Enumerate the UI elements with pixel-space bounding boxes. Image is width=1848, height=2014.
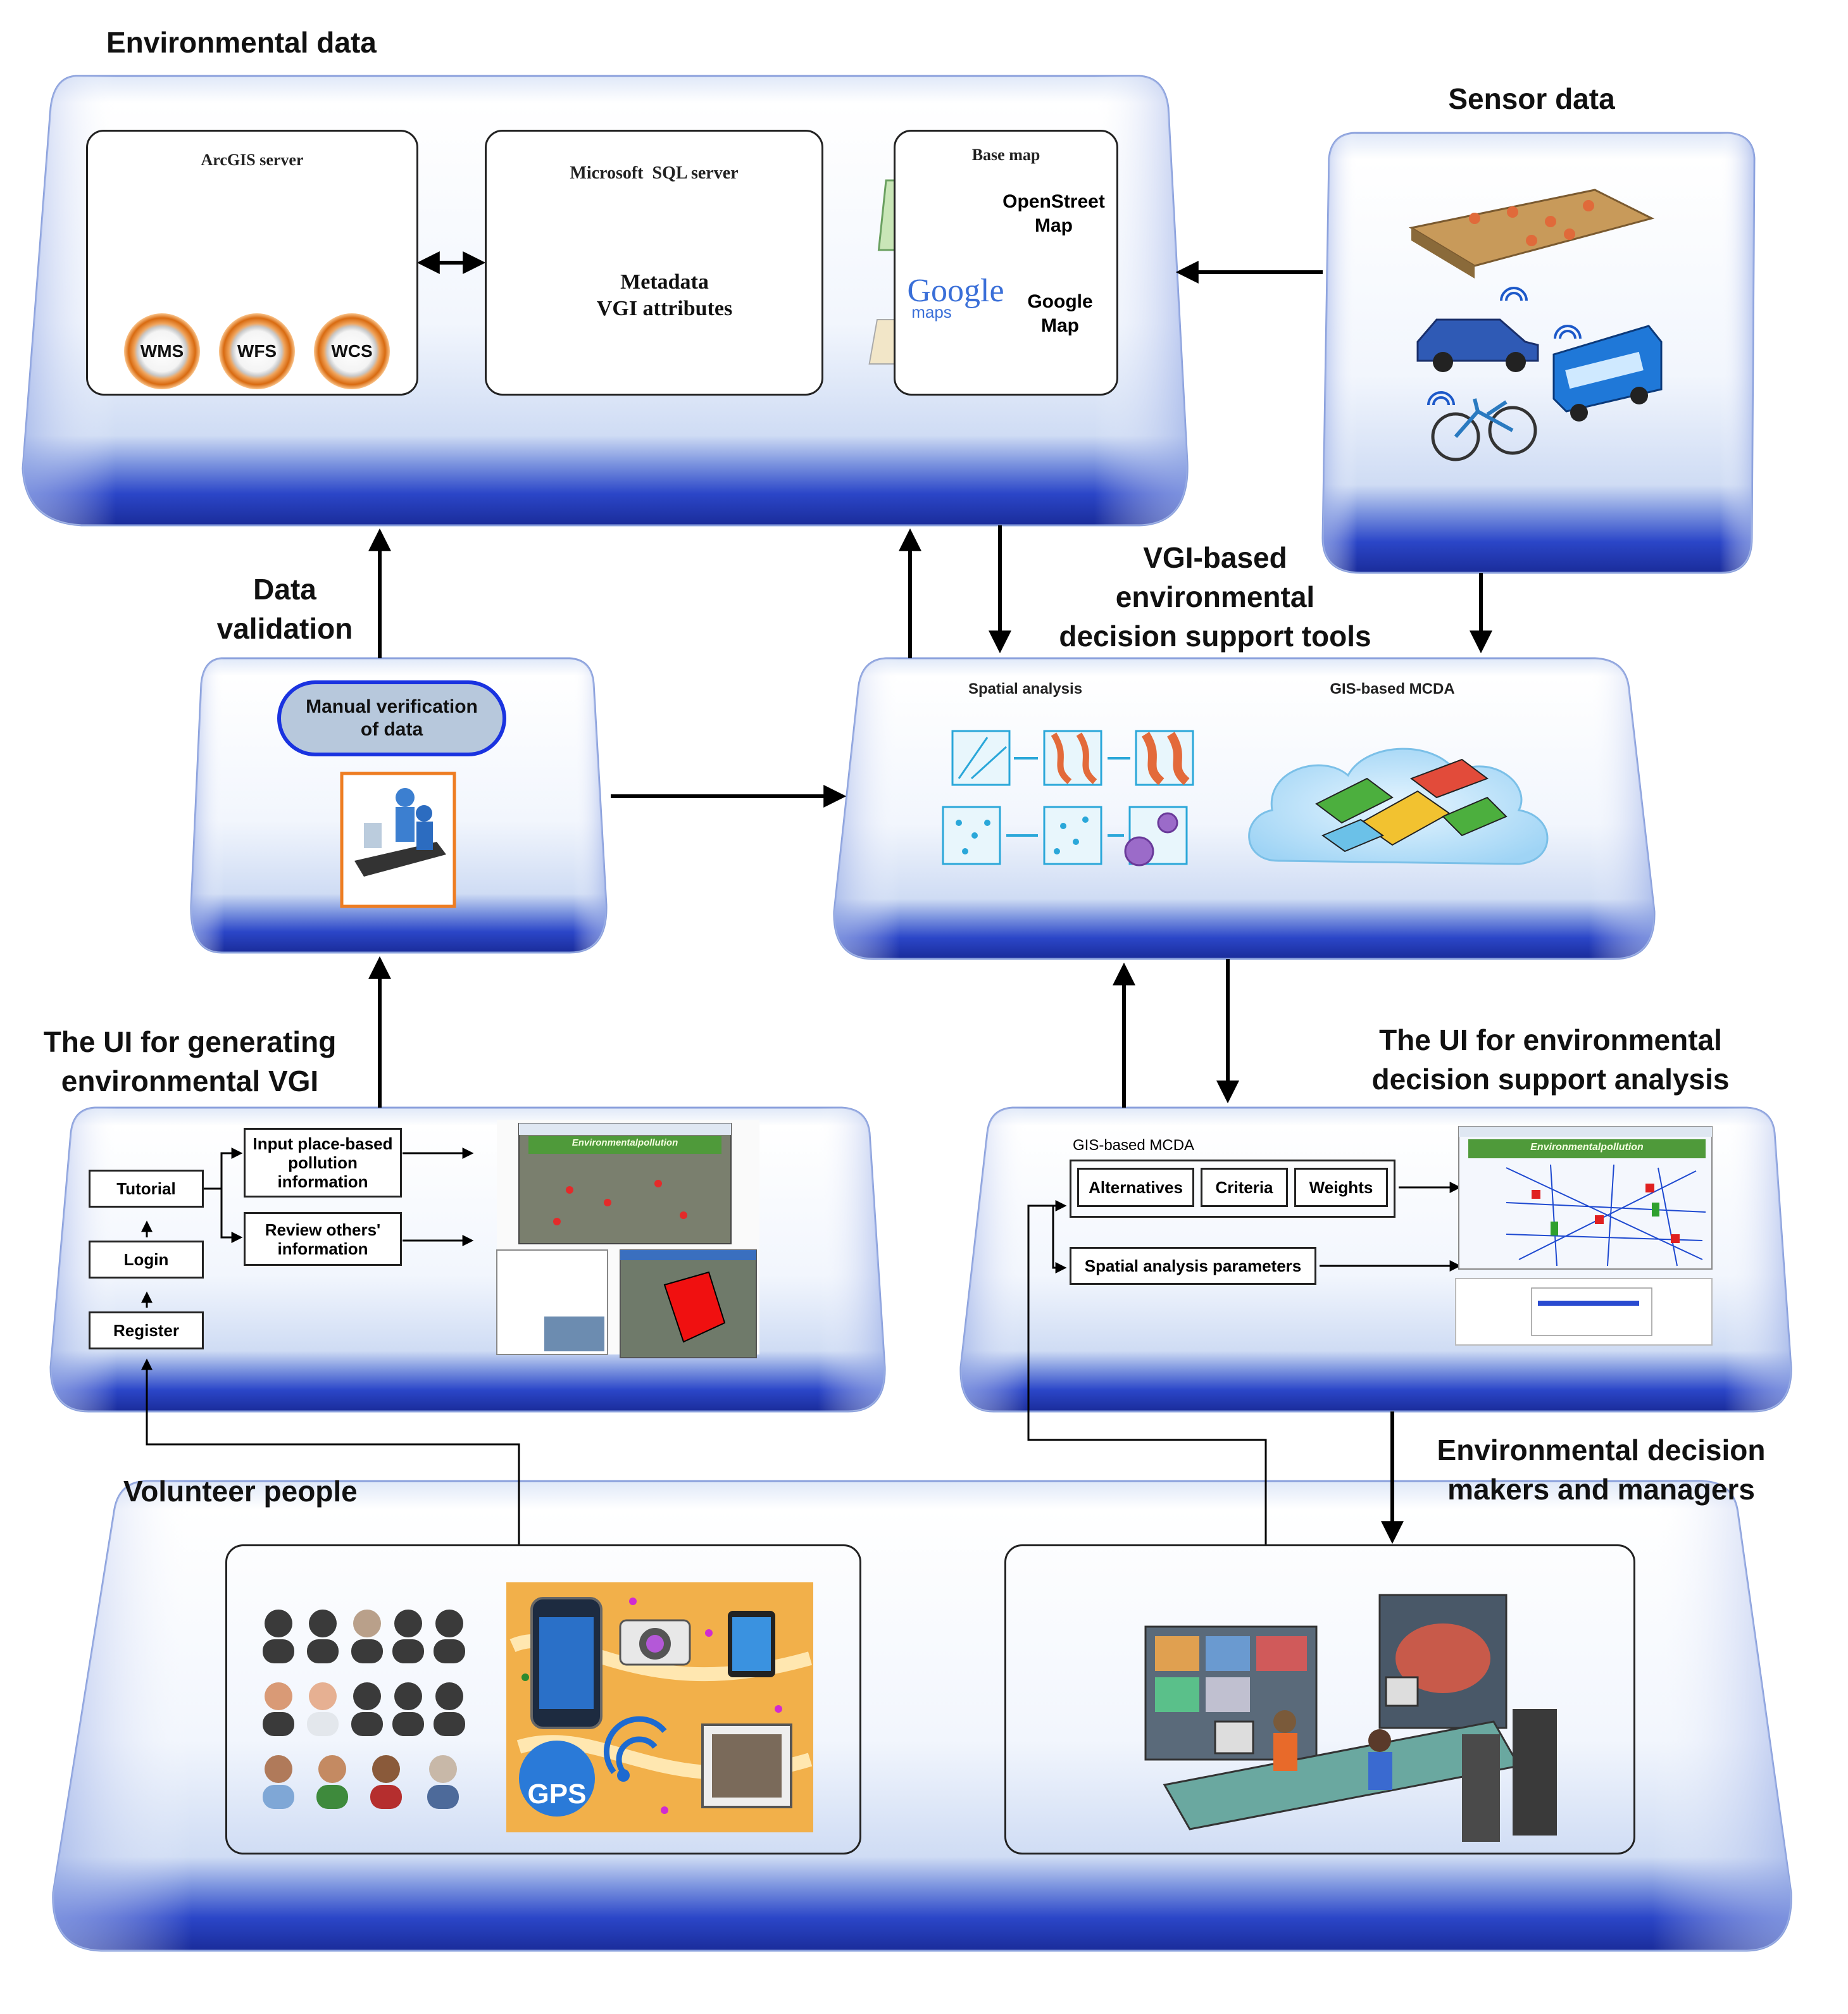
heading-environmental-data: Environmental data [106, 26, 377, 59]
alternatives-box: Alternatives [1077, 1168, 1194, 1207]
manual-verification-pill: Manual verification of data [277, 680, 506, 756]
base-map-title: Base map [971, 146, 1040, 164]
ui-decision-window-title: Environmentalpollution [1530, 1142, 1644, 1153]
sensor-illustration [1408, 189, 1663, 461]
heading-data-validation: Data validation [216, 573, 353, 645]
devices-map-illustration [506, 1582, 813, 1832]
input-info-box: Input place-based pollution information [244, 1128, 402, 1198]
spatial-params-box: Spatial analysis parameters [1070, 1247, 1316, 1285]
tutorial-box: Tutorial [89, 1170, 204, 1208]
service-wfs: WFS [219, 313, 295, 389]
mcda-group-box [1070, 1160, 1395, 1218]
database-label: Metadata VGI attributes [596, 270, 733, 320]
ui-vgi-screenshots [496, 1120, 759, 1358]
heading-volunteer-people: Volunteer people [123, 1475, 358, 1508]
gps-label: GPS [527, 1779, 587, 1810]
sql-server-title: Microsoft SQL server [570, 163, 739, 183]
line-mcda-to-spatial [1052, 1206, 1067, 1273]
heading-ui-decision: The UI for environmental decision suppor… [1371, 1023, 1730, 1096]
review-info-box: Review others' information [244, 1212, 402, 1266]
line-volunteer-to-register [141, 1358, 520, 1544]
manual-verification-illustration [340, 772, 456, 908]
heading-ui-generating: The UI for generating environmental VGI [43, 1025, 337, 1098]
sql-server-box: Microsoft SQL server [485, 130, 823, 396]
ui-vgi-window-title: Environmentalpollution [571, 1137, 678, 1148]
line-managers-to-mcda [1027, 1200, 1267, 1544]
base-map-box: Base map OpenStreet Map Google maps Goog… [894, 130, 1118, 396]
spatial-analysis-illustration [942, 730, 1194, 866]
people-icons [263, 1610, 465, 1809]
osm-label: OpenStreet Map [1002, 191, 1105, 236]
weights-box: Weights [1294, 1168, 1388, 1207]
arcgis-server-title: ArcGIS server [201, 151, 304, 169]
google-maps-logo: Google [896, 272, 1016, 310]
arrows [368, 251, 1492, 1544]
service-wms: WMS [124, 313, 200, 389]
heading-decision-makers: Environmental decision makers and manage… [1437, 1434, 1766, 1506]
volunteer-box [225, 1544, 861, 1855]
mcda-section-title: GIS-based MCDA [1073, 1137, 1195, 1154]
criteria-box: Criteria [1201, 1168, 1288, 1207]
control-room-illustration [1144, 1594, 1557, 1842]
spatial-analysis-caption: Spatial analysis [968, 680, 1083, 697]
volunteer-illustration [263, 1582, 813, 1832]
ui-decision-screenshots [1455, 1126, 1713, 1346]
gis-mcda-caption: GIS-based MCDA [1330, 680, 1455, 697]
login-box: Login [89, 1241, 204, 1279]
google-maps-word: maps [911, 303, 952, 322]
google-logo-text: Google [907, 273, 1004, 309]
register-box: Register [89, 1311, 204, 1349]
google-map-label: Google Map [1027, 291, 1093, 336]
connector-lines [141, 1148, 1461, 1544]
platform-users [52, 1480, 1792, 1952]
mcda-cloud-illustration [1248, 747, 1549, 865]
heading-sensor-data: Sensor data [1448, 82, 1615, 115]
heading-vgi-tools: VGI-based environmental decision support… [1059, 541, 1371, 653]
decision-makers-box [1004, 1544, 1635, 1855]
service-wcs: WCS [314, 313, 390, 389]
platform-vgi-tools [833, 657, 1656, 960]
